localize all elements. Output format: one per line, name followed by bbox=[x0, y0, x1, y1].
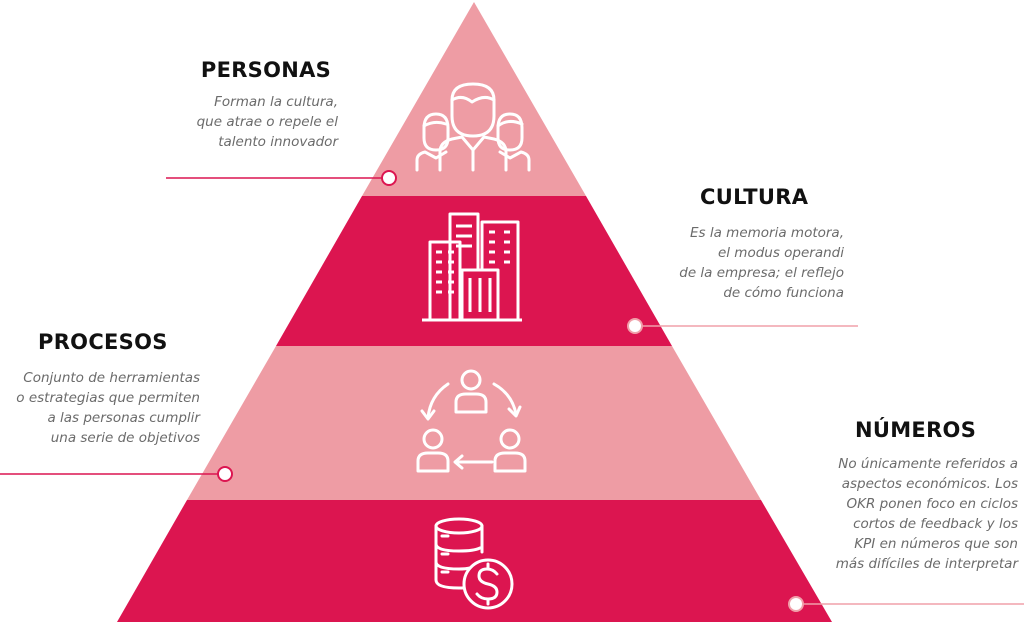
level-description-numeros: No únicamente referidos a aspectos econó… bbox=[800, 454, 1018, 574]
description-line: o estrategias que permiten bbox=[16, 390, 200, 406]
description-line: a las personas cumplir bbox=[47, 410, 200, 426]
description-line: talento innovador bbox=[218, 134, 338, 150]
people-group-icon bbox=[415, 82, 531, 172]
description-line: que atrae o repele el bbox=[196, 114, 338, 130]
pyramid-tier-numeros bbox=[117, 500, 832, 622]
pyramid-tier-procesos bbox=[187, 346, 761, 500]
connector-personas bbox=[166, 170, 397, 186]
description-line: Forman la cultura, bbox=[214, 94, 338, 110]
description-line: Conjunto de herramientas bbox=[23, 370, 200, 386]
connector-procesos bbox=[0, 466, 233, 482]
database-dollar-icon bbox=[434, 517, 514, 610]
description-line: de la empresa; el reflejo bbox=[679, 265, 844, 281]
description-line: el modus operandi bbox=[717, 245, 844, 261]
pyramid-tier-personas bbox=[362, 2, 586, 196]
level-title-cultura: CULTURA bbox=[700, 185, 809, 209]
level-description-procesos: Conjunto de herramientas o estrategias q… bbox=[0, 368, 200, 448]
description-line: No únicamente referidos a bbox=[838, 456, 1018, 472]
label-personas: PERSONAS Forman la cultura, que atrae o … bbox=[166, 58, 366, 152]
level-description-personas: Forman la cultura, que atrae o repele el… bbox=[166, 92, 338, 152]
level-title-personas: PERSONAS bbox=[200, 58, 332, 82]
connector-numeros bbox=[788, 596, 1024, 612]
buildings-icon bbox=[422, 212, 522, 322]
description-line: una serie de objetivos bbox=[50, 430, 200, 446]
description-line: de cómo funciona bbox=[723, 285, 844, 301]
level-description-cultura: Es la memoria motora, el modus operandi … bbox=[640, 223, 844, 303]
label-cultura: CULTURA Es la memoria motora, el modus o… bbox=[640, 185, 860, 303]
label-procesos: PROCESOS Conjunto de herramientas o estr… bbox=[0, 330, 210, 448]
description-line: OKR ponen foco en ciclos bbox=[846, 496, 1018, 512]
description-line: cortos de feedback y los bbox=[853, 516, 1018, 532]
description-line: Es la memoria motora, bbox=[690, 225, 844, 241]
level-title-procesos: PROCESOS bbox=[38, 330, 168, 354]
label-numeros: NÚMEROS No únicamente referidos a aspect… bbox=[800, 418, 1020, 574]
level-title-numeros: NÚMEROS bbox=[855, 418, 977, 442]
description-line: más difíciles de interpretar bbox=[835, 556, 1018, 572]
connector-cultura bbox=[627, 318, 858, 334]
description-line: aspectos económicos. Los bbox=[841, 476, 1018, 492]
process-cycle-icon bbox=[416, 369, 527, 473]
description-line: KPI en números que son bbox=[854, 536, 1018, 552]
